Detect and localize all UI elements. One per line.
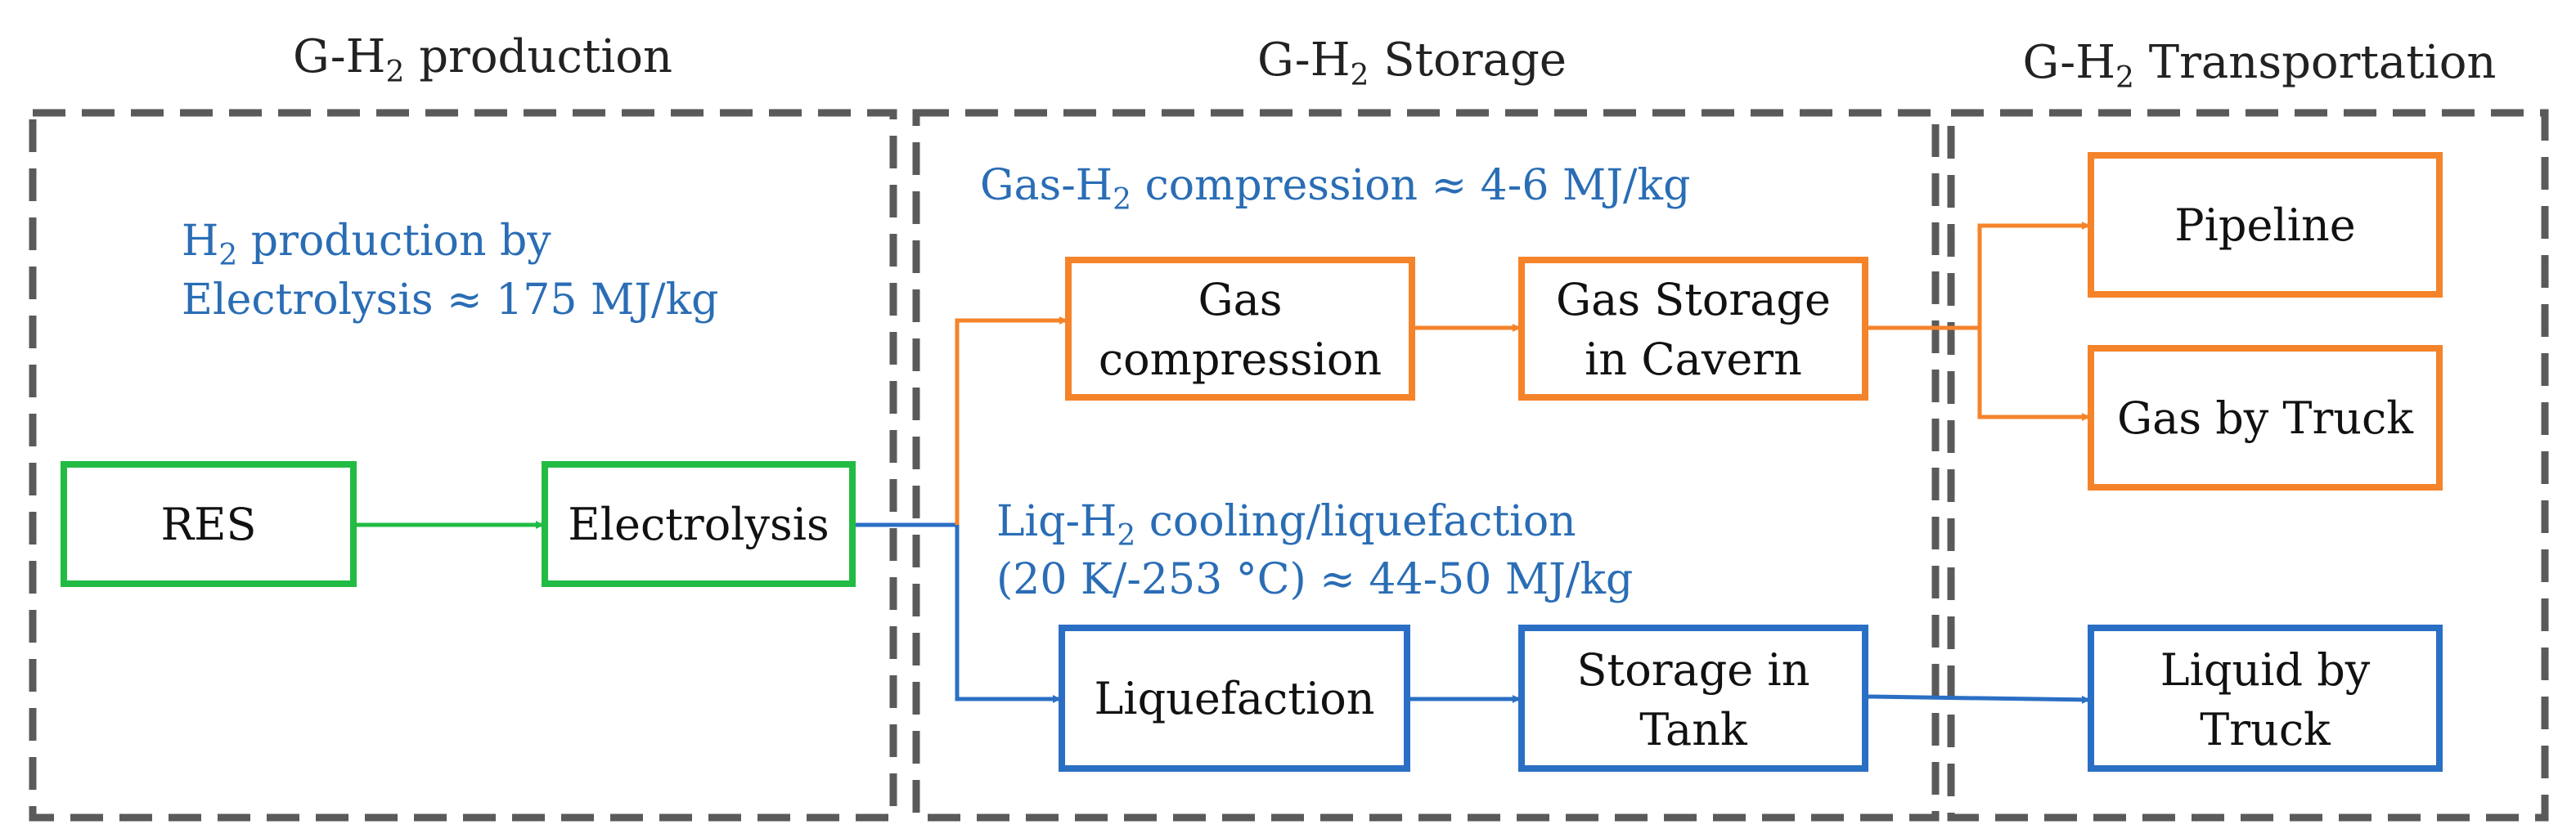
electrolysis-node-label: Electrolysis	[568, 499, 829, 550]
transportation-section-frame	[1947, 109, 2549, 822]
liquefaction-energy-annotation-line1: Liq-H2 cooling/liquefaction	[996, 497, 1576, 553]
pipeline-node: Pipeline	[2088, 152, 2443, 298]
split-to-gas-compression-arrow	[955, 316, 1068, 525]
liquefaction-energy-annotation-line2: (20 K/-253 °C) ≈ 44-50 MJ/kg	[996, 555, 1633, 604]
storage-tank-to-liquid-truck-arrow	[1866, 694, 2090, 704]
gas-compression-node-label-line2: compression	[1099, 334, 1382, 385]
gas-compression-node: Gas compression	[1065, 257, 1415, 401]
production-section-frame	[29, 109, 897, 822]
liquid-truck-node: Liquid by Truck	[2088, 625, 2443, 772]
electrolysis-energy-annotation-line2: Electrolysis ≈ 175 MJ/kg	[182, 276, 718, 325]
gas-truck-node: Gas by Truck	[2088, 345, 2443, 491]
production-section-title: G-H2 production	[293, 30, 672, 89]
res-node: RES	[61, 461, 357, 587]
storage-section-frame	[912, 109, 1940, 822]
gas-truck-node-label: Gas by Truck	[2117, 392, 2414, 444]
pipeline-node-label: Pipeline	[2174, 199, 2355, 251]
gas-storage-to-pipeline-arrow	[1867, 222, 2090, 330]
liquid-truck-node-label-line2: Truck	[2200, 704, 2331, 755]
electrolysis-energy-annotation-line1: H2 production by	[182, 217, 551, 272]
gas-storage-node: Gas Storage in Cavern	[1518, 257, 1868, 401]
liquefaction-node-label: Liquefaction	[1094, 673, 1374, 724]
storage-section-title: G-H2 Storage	[1257, 34, 1567, 92]
transportation-section-title: G-H2 Transportation	[2023, 36, 2497, 95]
storage-tank-node: Storage in Tank	[1518, 625, 1868, 772]
liquid-truck-node-label-line1: Liquid by	[2160, 644, 2371, 696]
liquefaction-node: Liquefaction	[1059, 625, 1410, 772]
res-node-label: RES	[160, 499, 256, 550]
compression-energy-annotation: Gas-H2 compression ≈ 4-6 MJ/kg	[980, 161, 1690, 217]
gas-storage-node-label-line1: Gas Storage	[1556, 274, 1831, 325]
electrolysis-to-liquefaction-arrow	[854, 522, 1061, 703]
storage-tank-node-label-line2: Tank	[1639, 704, 1748, 755]
electrolysis-node: Electrolysis	[542, 461, 856, 587]
gas-compression-node-label-line1: Gas	[1198, 274, 1282, 325]
gas-storage-to-gas-truck-arrow	[1977, 328, 2090, 421]
gas-storage-node-label-line2: in Cavern	[1585, 334, 1802, 385]
storage-tank-node-label-line1: Storage in	[1577, 644, 1810, 696]
